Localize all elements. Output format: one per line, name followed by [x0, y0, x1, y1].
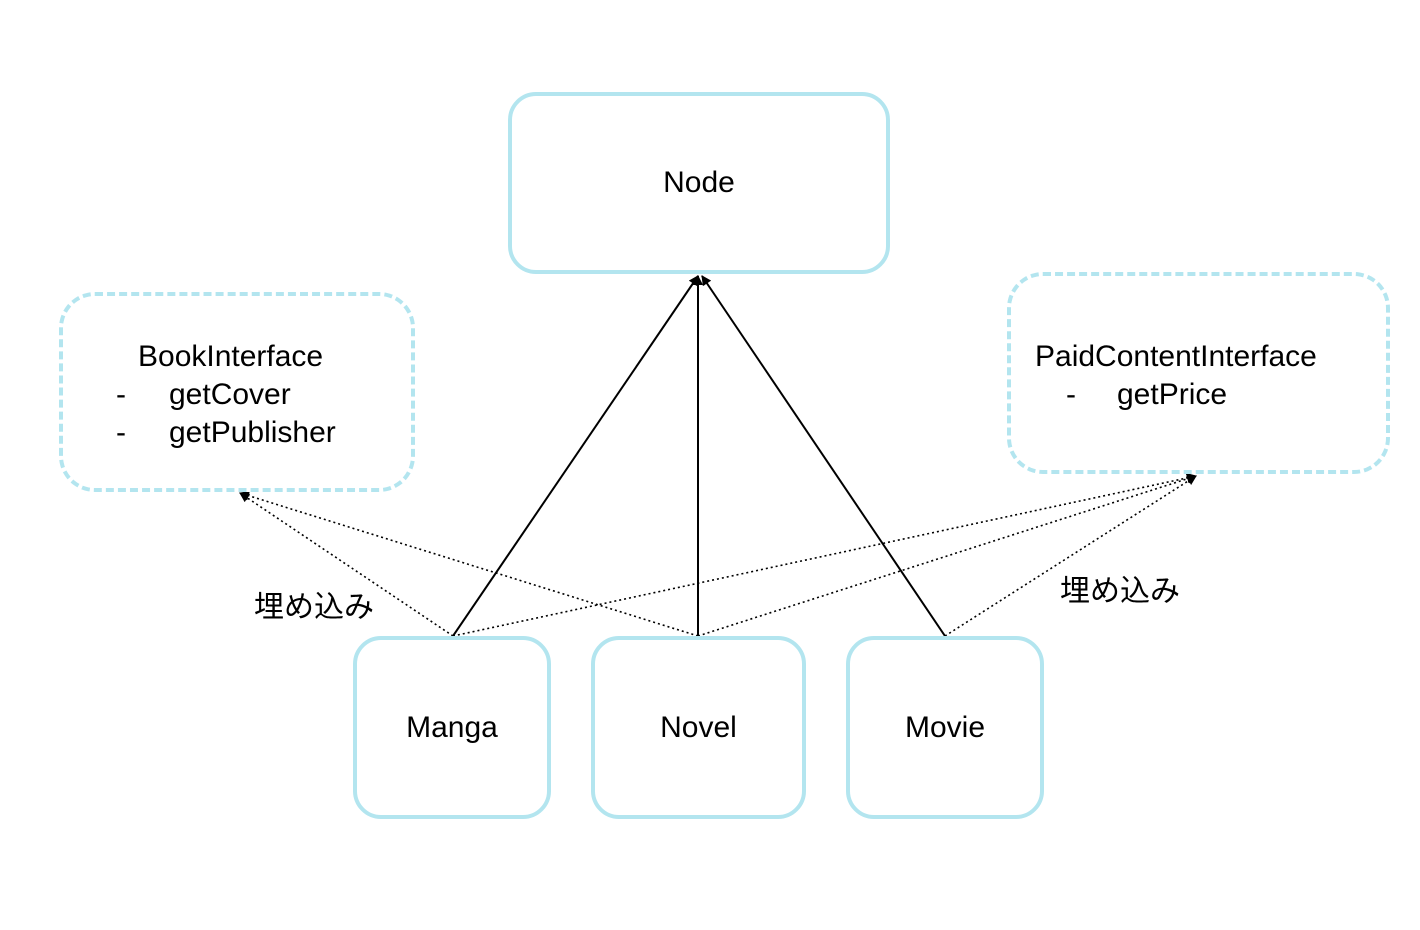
movie-box[interactable]: Movie: [846, 636, 1044, 819]
embed-label-right: 埋め込み: [1060, 575, 1180, 608]
edge-movie-paidcontent: [944, 475, 1197, 637]
edge-manga-paidcontent: [452, 473, 1197, 637]
manga-label: Manga: [406, 710, 498, 744]
method-bullet: -: [1066, 378, 1076, 411]
edge-novel-paidcontent: [697, 473, 1197, 637]
method-name: getPrice: [1117, 378, 1228, 411]
book-interface-title: BookInterface: [138, 340, 324, 373]
method-bullet: -: [116, 378, 126, 411]
novel-box[interactable]: Novel: [591, 636, 806, 819]
paid-content-interface-box[interactable]: PaidContentInterface - getPrice: [1007, 272, 1390, 474]
book-interface-box[interactable]: BookInterface - getCover - getPublisher: [59, 292, 415, 492]
edge-movie-node: [701, 275, 946, 637]
paid-content-interface-title: PaidContentInterface: [1035, 340, 1317, 373]
manga-box[interactable]: Manga: [353, 636, 551, 819]
method-bullet: -: [116, 416, 126, 449]
novel-label: Novel: [660, 710, 737, 744]
method-name: getPublisher: [169, 416, 336, 449]
node-box[interactable]: Node: [508, 92, 890, 274]
embed-label-left: 埋め込み: [254, 591, 374, 624]
movie-label: Movie: [904, 710, 986, 744]
method-name: getCover: [169, 378, 291, 411]
edge-manga-node: [452, 275, 699, 637]
node-label: Node: [663, 166, 735, 199]
